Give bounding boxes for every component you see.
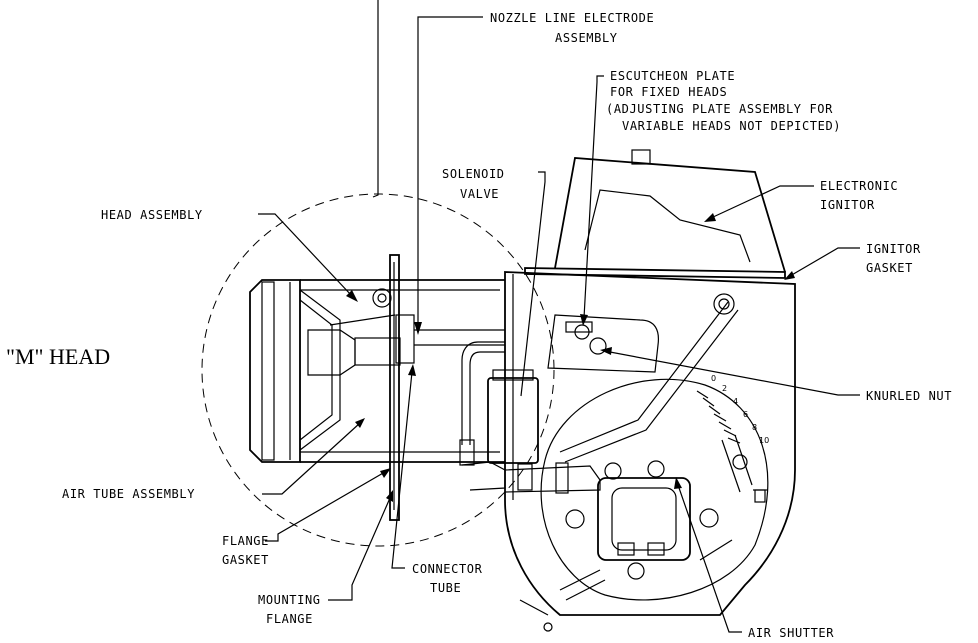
label-connector-tube: CONNECTOR TUBE (412, 562, 483, 595)
label-knurled-nut: KNURLED NUT (866, 389, 952, 403)
svg-text:FOR FIXED HEADS: FOR FIXED HEADS (610, 85, 727, 99)
leader-lines (258, 0, 860, 633)
svg-text:GASKET: GASKET (866, 261, 913, 275)
air-shutter-dial: 0 2 4 6 8 10 (696, 374, 769, 503)
svg-text:NOZZLE LINE ELECTRODE: NOZZLE LINE ELECTRODE (490, 11, 654, 25)
leader-solenoid-valve (520, 171, 546, 397)
label-air-shutter: AIR SHUTTER (748, 626, 834, 640)
leader-connector-tube (391, 371, 413, 569)
leader-air-shutter (677, 484, 742, 633)
svg-text:MOUNTING: MOUNTING (258, 593, 321, 607)
label-solenoid-valve: SOLENOID VALVE (442, 167, 505, 201)
leader-air-tube-assembly (262, 422, 361, 495)
leader-top-left (372, 0, 379, 198)
dial-tick-10: 10 (759, 436, 769, 445)
label-nozzle-line-electrode: NOZZLE LINE ELECTRODE ASSEMBLY (490, 11, 654, 45)
arrowhead-escutcheon (580, 314, 588, 326)
label-electronic-ignitor: ELECTRONIC IGNITOR (820, 179, 898, 212)
leader-knurled-nut (609, 351, 860, 396)
svg-text:SOLENOID: SOLENOID (442, 167, 505, 181)
label-escutcheon-plate: ESCUTCHEON PLATE FOR FIXED HEADS (ADJUST… (606, 69, 841, 133)
label-mounting-flange: MOUNTING FLANGE (258, 593, 321, 626)
leader-nozzle-line-electrode (417, 16, 483, 325)
arrowhead-flange-gasket (380, 468, 391, 478)
label-m-head: "M" HEAD (6, 344, 110, 369)
leader-ignitor-gasket (789, 247, 860, 277)
arrowhead-ignitor (704, 213, 716, 222)
svg-text:CONNECTOR: CONNECTOR (412, 562, 483, 576)
arrowhead-air-tube (355, 418, 365, 428)
burner-housing (504, 149, 796, 632)
arrowhead-air-shutter (674, 477, 682, 489)
dial-tick-0: 0 (711, 374, 716, 383)
detail-circle (201, 193, 555, 547)
svg-text:IGNITOR: IGNITOR (866, 242, 921, 256)
leader-mounting-flange (328, 497, 391, 601)
label-ignitor-gasket: IGNITOR GASKET (866, 242, 921, 275)
label-air-tube-assembly: AIR TUBE ASSEMBLY (62, 487, 195, 501)
leader-flange-gasket (265, 471, 386, 542)
dial-tick-6: 6 (743, 410, 748, 419)
svg-text:IGNITOR: IGNITOR (820, 198, 875, 212)
svg-text:ESCUTCHEON PLATE: ESCUTCHEON PLATE (610, 69, 735, 83)
svg-text:(ADJUSTING PLATE ASSEMBLY FOR: (ADJUSTING PLATE ASSEMBLY FOR (606, 102, 833, 116)
label-head-assembly: HEAD ASSEMBLY (101, 208, 203, 222)
dial-tick-8: 8 (752, 423, 757, 432)
leader-head-assembly (258, 213, 353, 297)
arrowhead-knurled (600, 347, 612, 355)
svg-text:FLANGE: FLANGE (222, 534, 269, 548)
solenoid-and-tubing (459, 293, 739, 494)
mounting-flange-drawing (389, 254, 400, 521)
arrowhead-head (346, 290, 358, 302)
svg-text:ELECTRONIC: ELECTRONIC (820, 179, 898, 193)
dial-tick-2: 2 (722, 384, 727, 393)
svg-text:FLANGE: FLANGE (266, 612, 313, 626)
label-flange-gasket: FLANGE GASKET (222, 534, 269, 567)
svg-text:TUBE: TUBE (430, 581, 461, 595)
arrowhead-nozzle (414, 322, 422, 335)
arrowhead-gasket (784, 271, 795, 280)
svg-text:VALVE: VALVE (460, 187, 499, 201)
arrowhead-connector (408, 364, 416, 376)
svg-text:ASSEMBLY: ASSEMBLY (555, 31, 618, 45)
svg-text:VARIABLE HEADS NOT DEPICTED): VARIABLE HEADS NOT DEPICTED) (622, 119, 841, 133)
head-assembly-drawing (249, 279, 505, 463)
dial-tick-4: 4 (733, 397, 738, 406)
svg-text:GASKET: GASKET (222, 553, 269, 567)
leader-escutcheon-plate (583, 75, 604, 319)
leader-electronic-ignitor (710, 185, 814, 219)
